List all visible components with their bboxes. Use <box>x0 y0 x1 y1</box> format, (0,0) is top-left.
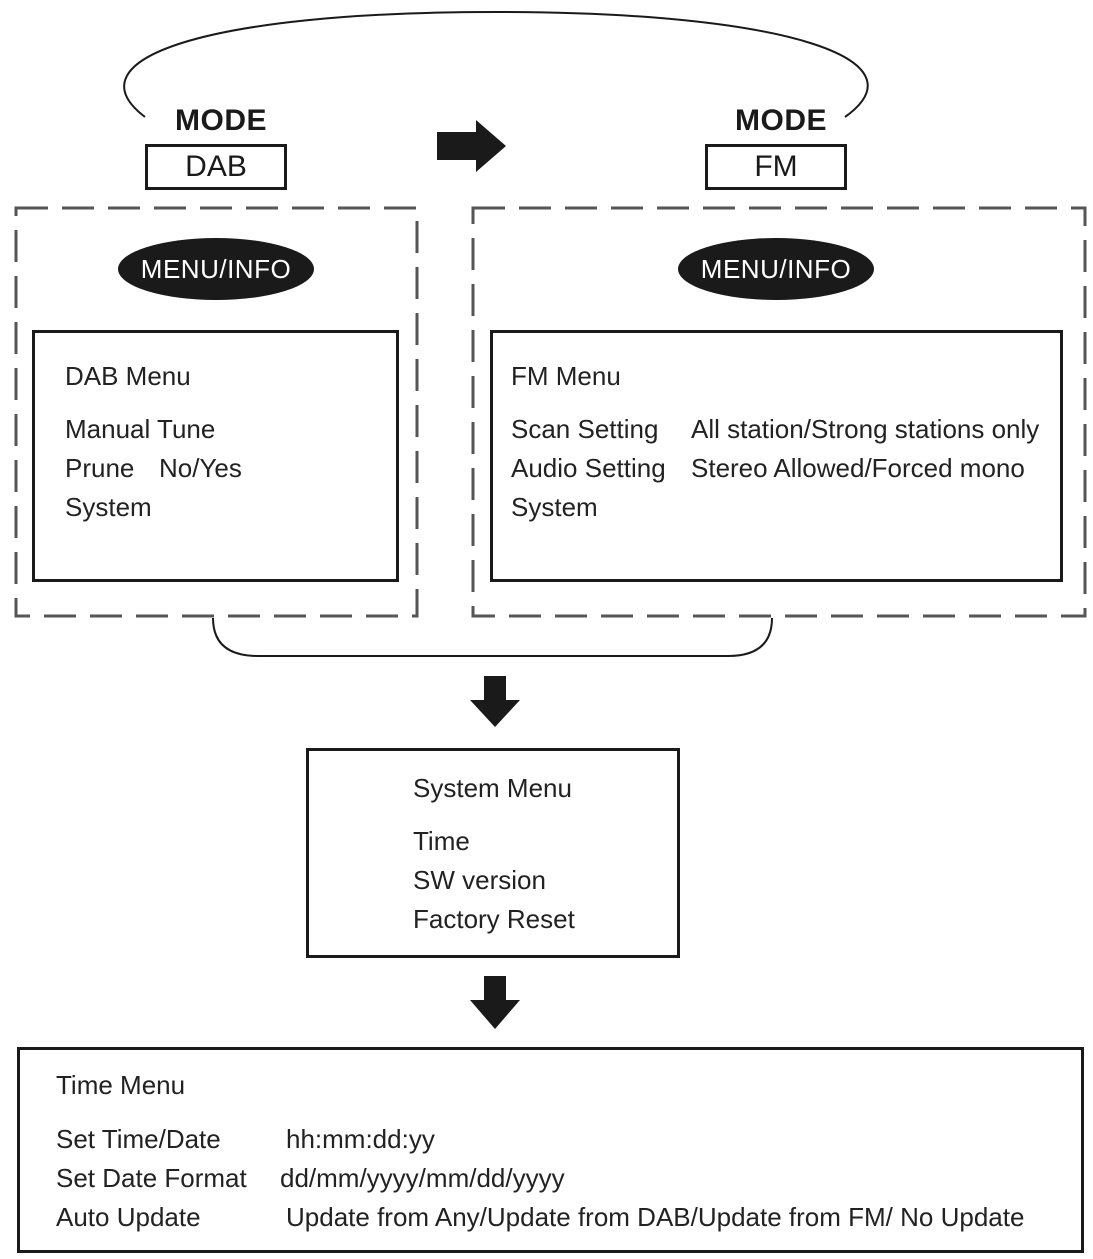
down-arrow-icon <box>470 976 520 1029</box>
dab-mode-box[interactable]: DAB <box>145 144 287 190</box>
system-menu-item-sw-version[interactable]: SW version <box>413 865 546 895</box>
mode-loop-connector <box>123 10 869 118</box>
set-date-format-options: dd/mm/yyyy/mm/dd/yyyy <box>280 1163 565 1193</box>
set-time-date-format: hh:mm:dd:yy <box>286 1124 435 1154</box>
system-menu-item-time[interactable]: Time <box>413 826 470 856</box>
dab-menu-item-system[interactable]: System <box>65 492 152 522</box>
time-menu-item-set-time-date[interactable]: Set Time/Date <box>56 1124 221 1154</box>
system-menu-title: System Menu <box>413 773 572 803</box>
fm-menu-item-scan-setting[interactable]: Scan Setting <box>511 414 659 444</box>
dab-menu-item-manual-tune[interactable]: Manual Tune <box>65 414 216 444</box>
time-menu-title: Time Menu <box>56 1070 186 1100</box>
fm-menu-title: FM Menu <box>511 361 621 391</box>
fm-menu-item-audio-setting[interactable]: Audio Setting <box>511 453 666 483</box>
dab-menu-title: DAB Menu <box>65 361 191 391</box>
fm-menu-item-system[interactable]: System <box>511 492 598 522</box>
system-menu-panel: System Menu Time SW version Factory Rese… <box>306 748 680 958</box>
fm-menu-info-button[interactable]: MENU/INFO <box>678 238 874 300</box>
time-menu-panel: Time Menu Set Time/Date hh:mm:dd:yy Set … <box>17 1047 1084 1253</box>
auto-update-options: Update from Any/Update from DAB/Update f… <box>286 1202 1025 1232</box>
fm-mode-box[interactable]: FM <box>705 144 847 190</box>
time-menu-item-auto-update[interactable]: Auto Update <box>56 1202 201 1232</box>
time-menu-item-set-date-format[interactable]: Set Date Format <box>56 1163 247 1193</box>
dab-menu-panel: DAB Menu Manual Tune Prune No/Yes System <box>32 330 399 582</box>
dab-mode-label: MODE <box>160 104 282 138</box>
dab-prune-options: No/Yes <box>159 453 242 483</box>
dab-menu-info-button[interactable]: MENU/INFO <box>118 238 314 300</box>
down-arrow-icon <box>470 676 520 727</box>
fm-scan-setting-options: All station/Strong stations only <box>691 414 1040 444</box>
system-menu-item-factory-reset[interactable]: Factory Reset <box>413 904 575 934</box>
dab-menu-item-prune[interactable]: Prune <box>65 453 135 483</box>
dab-group-frame <box>14 206 419 618</box>
right-arrow-icon <box>437 120 506 172</box>
fm-audio-setting-options: Stereo Allowed/Forced mono <box>691 453 1025 483</box>
fm-mode-label: MODE <box>720 104 842 138</box>
fm-group-frame <box>471 206 1087 618</box>
groups-bracket-connector <box>212 617 773 657</box>
fm-menu-panel: FM Menu Scan Setting All station/Strong … <box>490 330 1063 582</box>
